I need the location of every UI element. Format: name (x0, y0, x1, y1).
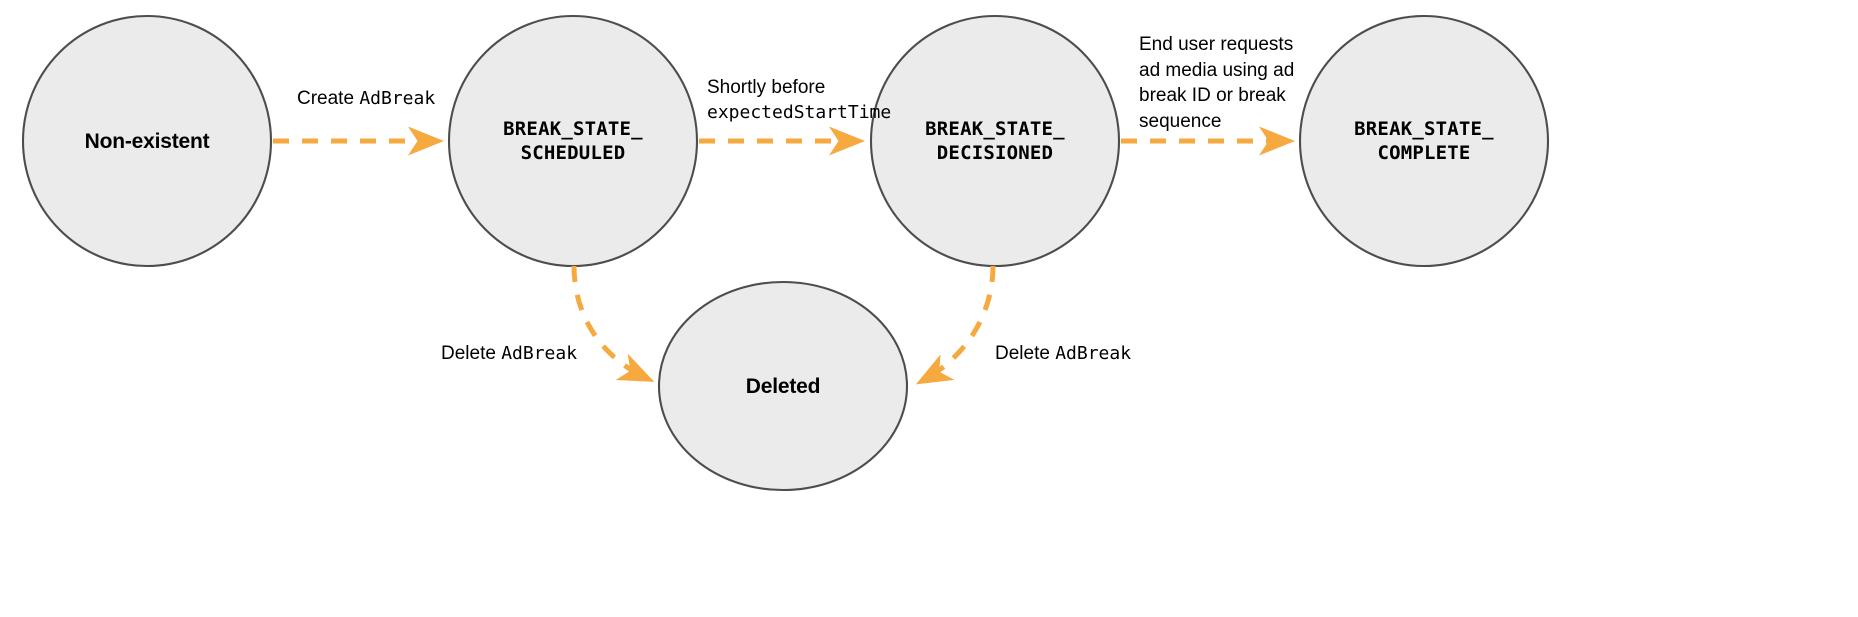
node-shape-break-state-decisioned[interactable] (869, 14, 1121, 268)
edge-path-delete-adbreak-scheduled[interactable] (571, 265, 655, 382)
node-shape-deleted[interactable] (657, 280, 909, 492)
edge-path-delete-adbreak-decisioned[interactable] (915, 265, 996, 385)
node-shape-non-existent[interactable] (21, 14, 273, 268)
node-shape-break-state-complete[interactable] (1298, 14, 1550, 268)
node-shapes (21, 14, 1550, 492)
edge-paths (273, 126, 1296, 385)
node-shape-break-state-scheduled[interactable] (447, 14, 699, 268)
